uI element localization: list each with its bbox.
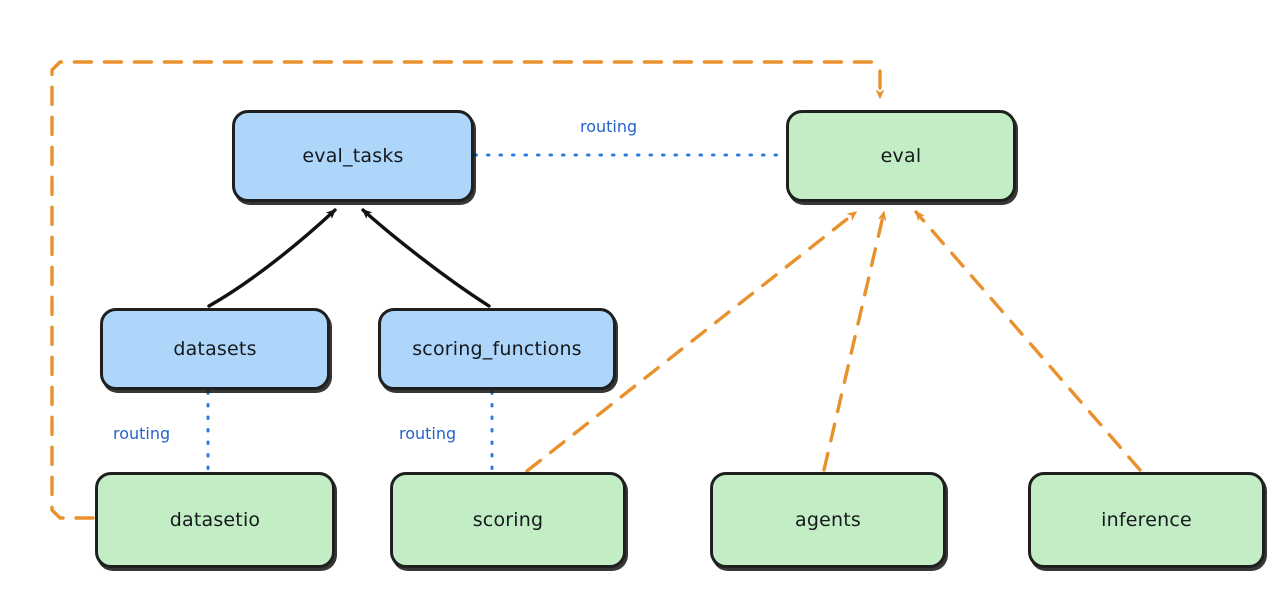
node-inference[interactable]: inference [1028,472,1265,568]
edge-datasets-to-eval_tasks [207,208,337,308]
edge-scoring_functions-to-eval_tasks [361,208,491,308]
edge-inference-to-eval [914,210,1142,472]
node-datasets[interactable]: datasets [100,308,330,390]
edge-scoring-to-eval [525,210,858,473]
node-eval[interactable]: eval [786,110,1016,202]
edge-label-routing-eval-tasks-eval: routing [580,117,638,136]
node-label-agents: agents [795,509,861,531]
node-label-datasetio: datasetio [169,509,261,531]
node-datasetio[interactable]: datasetio [95,472,335,568]
node-scoring[interactable]: scoring [390,472,626,568]
node-label-scoring-functions: scoring_functions [412,338,582,360]
node-label-eval-tasks: eval_tasks [302,145,404,167]
edge-datasetio-to-eval [50,60,885,520]
node-agents[interactable]: agents [710,472,946,568]
edge-label-routing-scoring-functions-scoring: routing [399,424,457,443]
node-label-datasets: datasets [173,338,257,360]
edge-agents-to-eval [822,210,887,472]
node-scoring-functions[interactable]: scoring_functions [378,308,616,390]
node-label-scoring: scoring [472,509,544,531]
node-label-eval: eval [880,145,922,167]
node-label-inference: inference [1101,509,1192,531]
node-eval-tasks[interactable]: eval_tasks [232,110,474,202]
edge-label-routing-datasets-datasetio: routing [113,424,171,443]
